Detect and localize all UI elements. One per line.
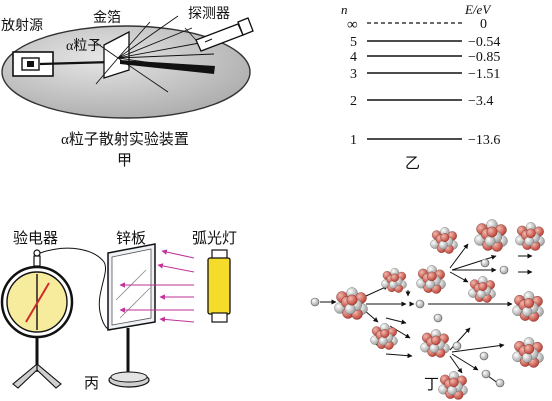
zinc-plate xyxy=(107,243,156,388)
panel-label-ding: 丁 xyxy=(424,377,439,393)
energy-axis-header: E/eV xyxy=(464,2,492,17)
level-energy-4: −0.85 xyxy=(468,50,500,65)
level-n-1: 1 xyxy=(350,133,357,148)
energy-level-diagram: n E/eV ∞ 5 4 3 2 1 0 −0.54 −0.85 −1.51 −… xyxy=(341,2,500,172)
level-n-2: 2 xyxy=(350,94,357,109)
neutrons xyxy=(310,258,509,388)
arc-lamp-label: 弧光灯 xyxy=(192,230,237,247)
scattered-rays xyxy=(91,15,215,93)
level-energy-inf: 0 xyxy=(480,17,487,32)
panel-label-jia: 甲 xyxy=(117,153,132,169)
level-energy-2: −3.4 xyxy=(468,94,493,109)
electroscope-label: 验电器 xyxy=(13,230,58,247)
n-axis-header: n xyxy=(341,2,348,17)
alpha-beam xyxy=(39,60,113,66)
alpha-particle-label: α粒子 xyxy=(66,38,101,54)
chain-reaction-diagram: 丁 xyxy=(310,219,545,400)
panel-label-yi: 乙 xyxy=(405,156,420,172)
level-n-5: 5 xyxy=(350,35,357,50)
zinc-plate-label: 锌板 xyxy=(116,229,146,247)
main-beam-spread xyxy=(120,60,215,74)
level-n-inf: ∞ xyxy=(347,17,358,33)
photoelectric-setup: 验电器 锌板 弧光灯 xyxy=(0,229,237,392)
level-n-3: 3 xyxy=(350,67,357,82)
detector-label: 探测器 xyxy=(188,6,230,22)
alpha-scattering-apparatus: 放射源 金箔 探测器 α粒子 α粒子散射实验装置 甲 xyxy=(1,6,254,169)
detector-pointer xyxy=(184,27,197,41)
apparatus-caption: α粒子散射实验装置 xyxy=(61,131,189,148)
level-energy-3: −1.51 xyxy=(468,67,500,82)
panel-label-bing: 丙 xyxy=(84,376,99,392)
uv-light-rays xyxy=(119,249,195,323)
electroscope xyxy=(0,247,112,389)
detector xyxy=(195,17,254,52)
arc-lamp xyxy=(207,249,231,323)
foil-label: 金箔 xyxy=(93,10,121,26)
level-n-4: 4 xyxy=(350,50,357,65)
scattering-disc xyxy=(1,25,251,119)
level-energy-1: −13.6 xyxy=(468,133,500,148)
nuclei xyxy=(334,219,545,400)
source-label: 放射源 xyxy=(1,18,43,34)
level-energy-5: −0.54 xyxy=(468,35,500,50)
